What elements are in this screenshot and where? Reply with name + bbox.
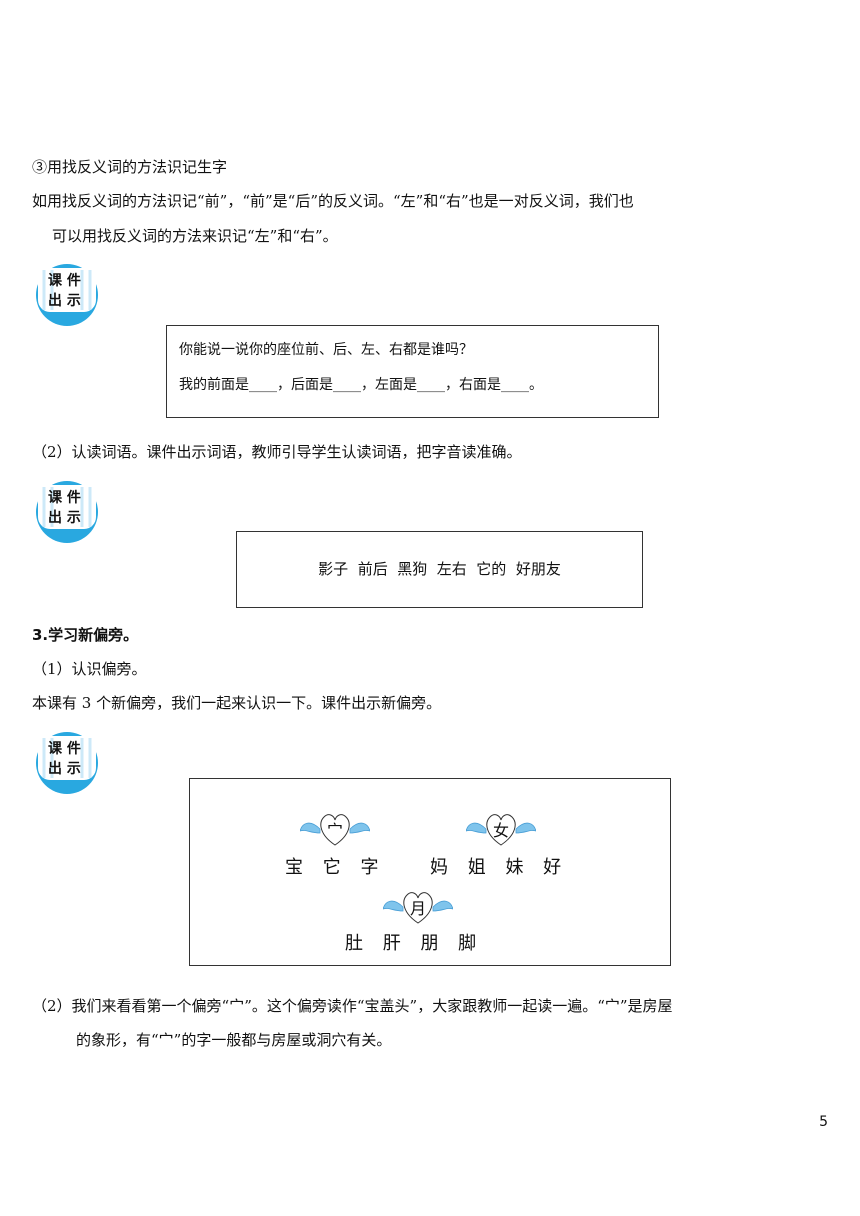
vocabulary-box: 影子 前后 黑狗 左右 它的 好朋友	[236, 531, 643, 608]
radical-3: 月	[410, 899, 427, 918]
vocabulary-words: 影子 前后 黑狗 左右 它的 好朋友	[318, 560, 561, 578]
badge-line1: 课 件	[48, 273, 81, 289]
step2-radical-line1: （2）我们来看看第一个偏旁“宀”。这个偏旁读作“宝盖头”，大家跟教师一起读一遍。…	[32, 997, 673, 1015]
radical-2-chars: 妈 姐 妹 好	[430, 857, 564, 878]
section3-heading: 3.学习新偏旁。	[32, 626, 139, 644]
section3-intro: 本课有 3 个新偏旁，我们一起来认识一下。课件出示新偏旁。	[32, 694, 442, 712]
winged-heart-icon: 月	[382, 887, 454, 927]
courseware-badge-icon: 课 件 出 示	[34, 479, 100, 545]
badge-line2: 出 示	[48, 510, 81, 526]
badge-line1: 课 件	[48, 741, 81, 757]
page-number: 5	[819, 1114, 828, 1130]
radical-2: 女	[493, 821, 510, 840]
courseware-badge-icon: 课 件 出 示	[34, 730, 100, 796]
step2-radical-line2: 的象形，有“宀”的字一般都与房屋或洞穴有关。	[76, 1031, 392, 1049]
method3-paragraph-line2: 可以用找反义词的方法来识记“左”和“右”。	[52, 227, 338, 245]
winged-heart-icon: 宀	[299, 809, 371, 849]
seat-question-box: 你能说一说你的座位前、后、左、右都是谁吗？ 我的前面是____，后面是____，…	[166, 325, 659, 418]
courseware-badge-icon: 课 件 出 示	[34, 262, 100, 328]
radical-3-chars: 肚 肝 朋 脚	[345, 933, 479, 954]
radicals-box: 宀 宝 它 字 女 妈 姐 妹 好 月 肚 肝 朋 脚	[189, 778, 671, 966]
radical-1: 宀	[327, 821, 344, 840]
method3-heading: ③用找反义词的方法识记生字	[32, 158, 228, 176]
winged-heart-icon: 女	[465, 809, 537, 849]
seat-question-line2: 我的前面是____，后面是____，左面是____，右面是____。	[179, 377, 543, 393]
badge-line2: 出 示	[48, 293, 81, 309]
badge-line1: 课 件	[48, 490, 81, 506]
section3-sub1: （1）认识偏旁。	[32, 660, 147, 678]
method3-paragraph-line1: 如用找反义词的方法识记“前”，“前”是“后”的反义词。“左”和“右”也是一对反义…	[32, 192, 634, 210]
radical-1-chars: 宝 它 字	[285, 857, 381, 878]
step2-words-text: （2）认读词语。课件出示词语，教师引导学生认读词语，把字音读准确。	[32, 443, 522, 461]
badge-line2: 出 示	[48, 761, 81, 777]
seat-question-line1: 你能说一说你的座位前、后、左、右都是谁吗？	[179, 342, 473, 358]
